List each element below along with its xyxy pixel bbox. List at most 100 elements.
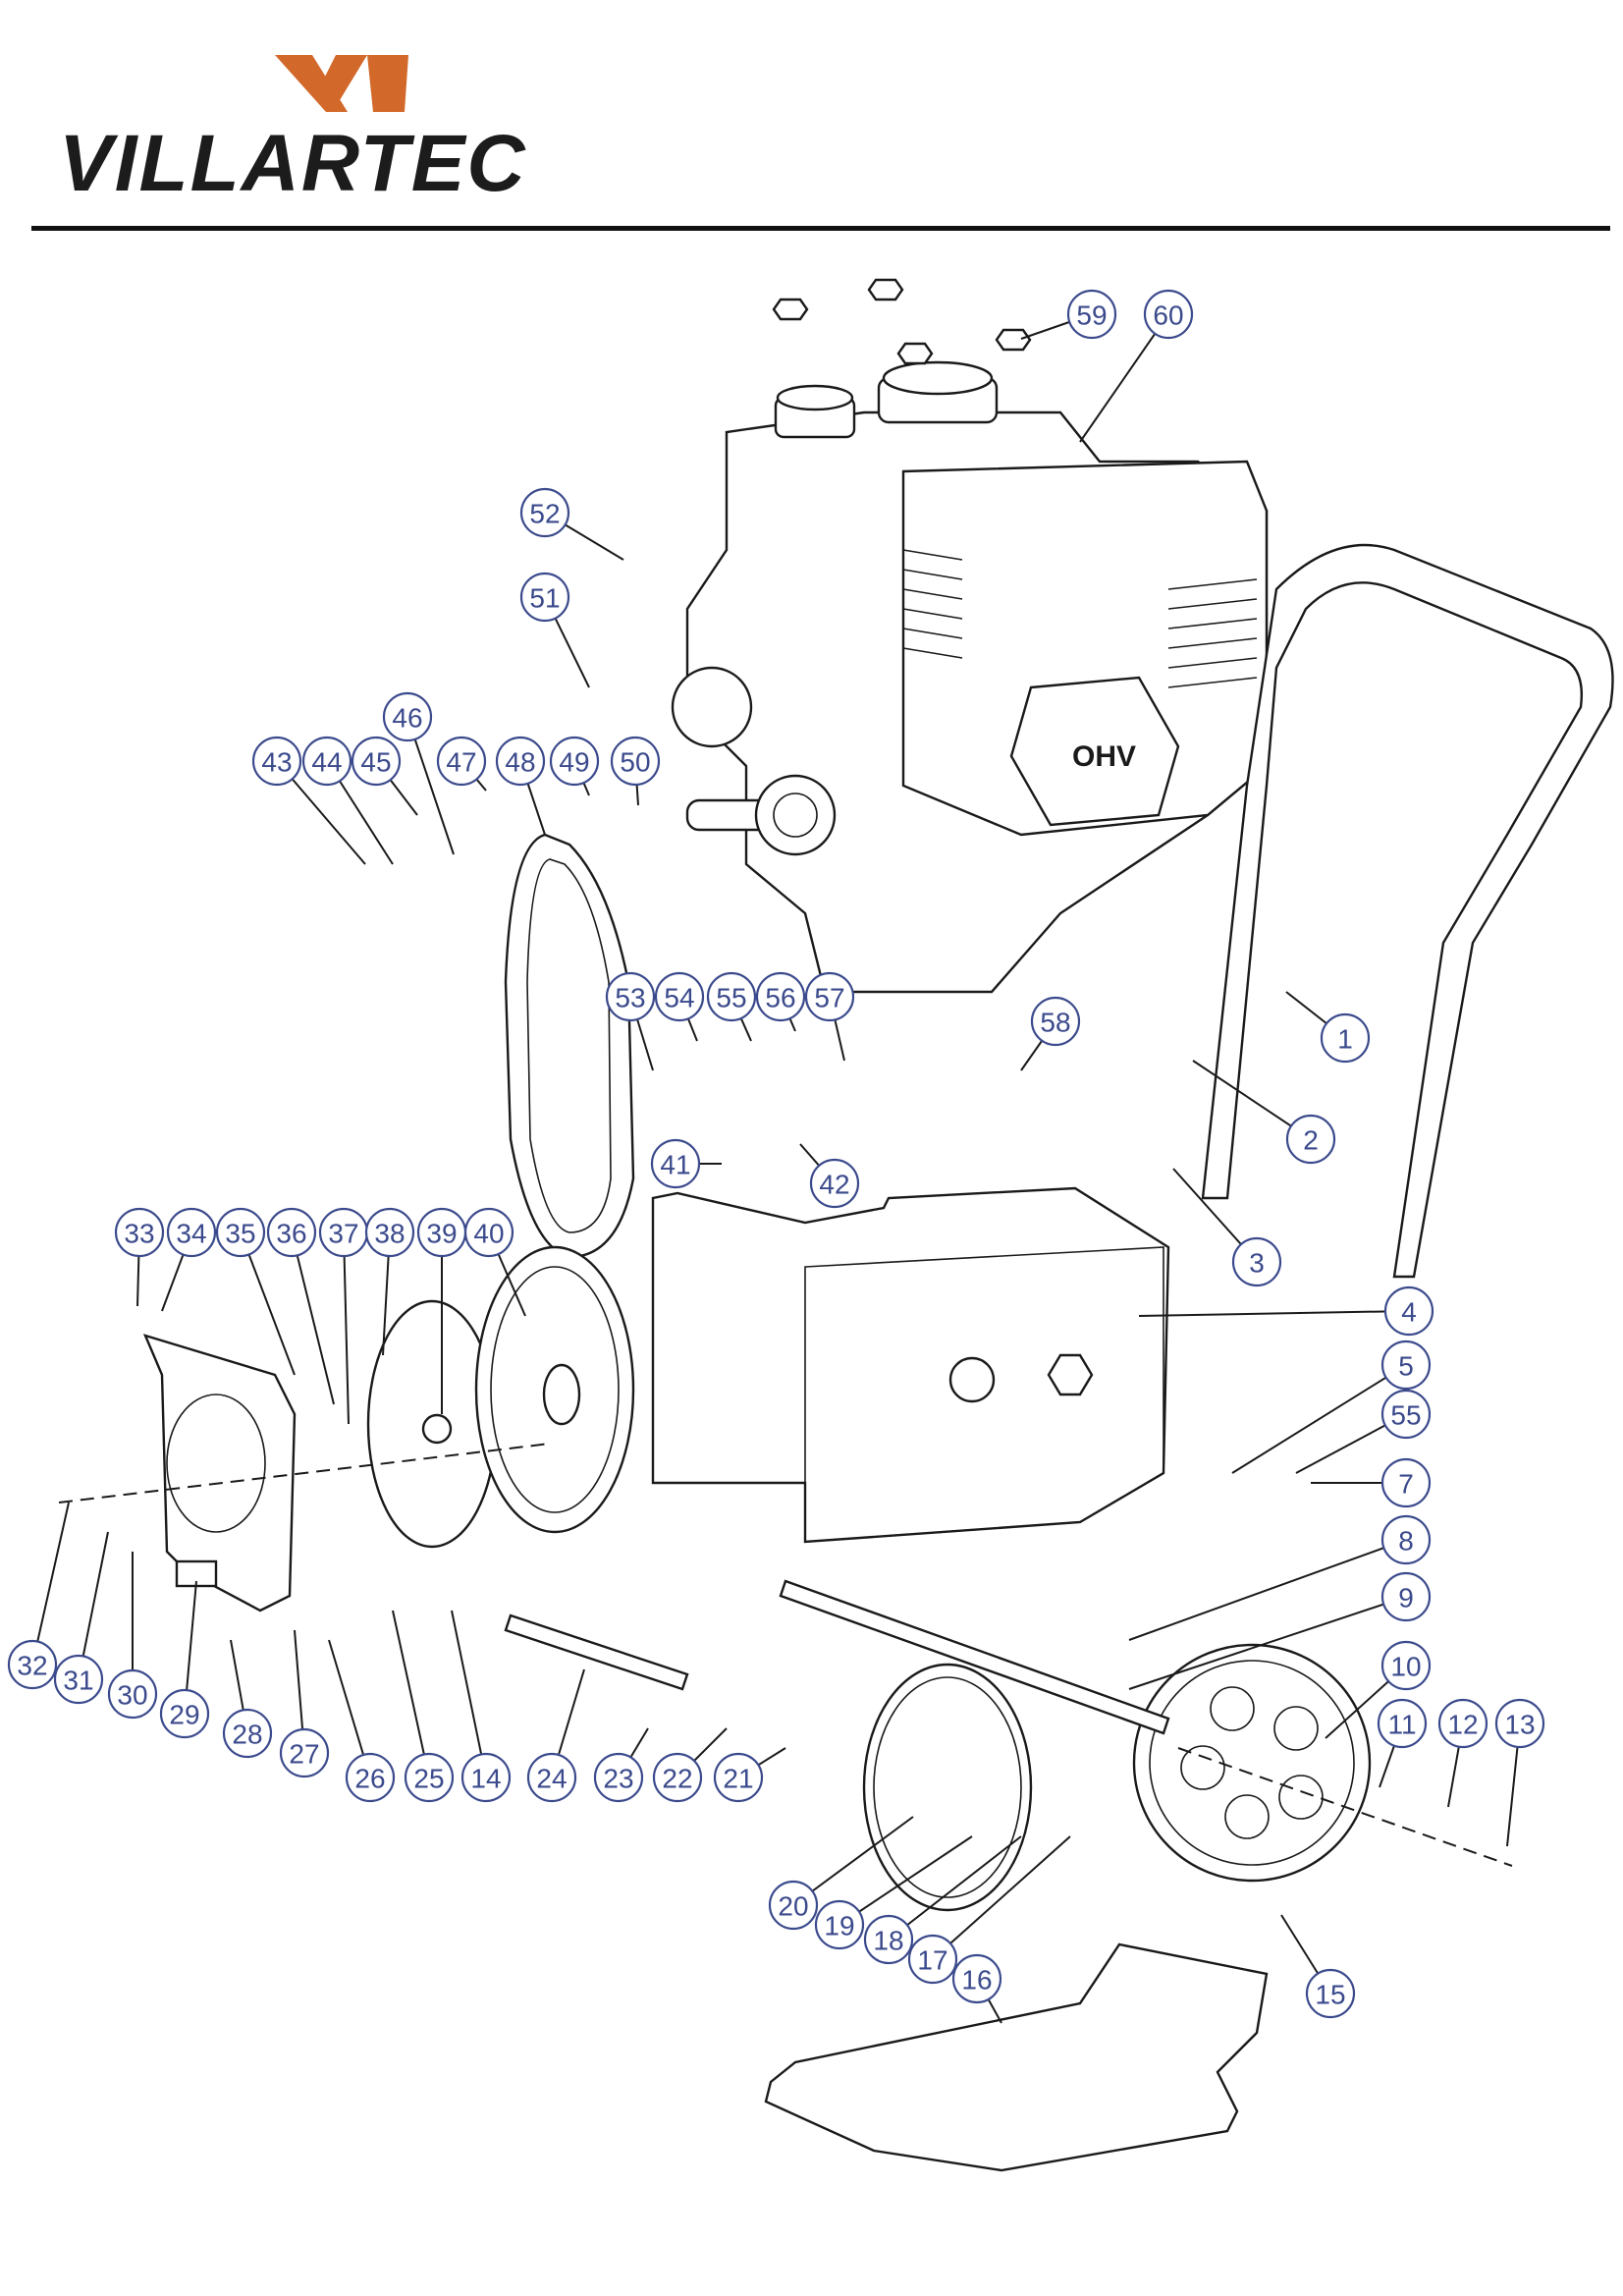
callout-47: 47 — [436, 736, 487, 787]
callout-20: 20 — [768, 1880, 819, 1931]
callout-57: 57 — [804, 971, 855, 1022]
callout-34: 34 — [166, 1207, 217, 1258]
callout-circle — [951, 1953, 1002, 2004]
leader-line-37 — [343, 1231, 350, 1425]
callout-48: 48 — [495, 736, 546, 787]
callout-number: 47 — [446, 747, 476, 778]
callout-circle — [279, 1727, 330, 1778]
callout-46: 46 — [382, 691, 433, 742]
callout-circle — [804, 971, 855, 1022]
callout-circle — [436, 736, 487, 787]
callout-10: 10 — [1380, 1640, 1432, 1691]
leader-line-35 — [240, 1231, 296, 1376]
callout-number: 50 — [620, 747, 650, 778]
callout-number: 25 — [413, 1764, 444, 1794]
callout-circle — [1437, 1698, 1488, 1749]
callout-36: 36 — [266, 1207, 317, 1258]
callout-number: 40 — [473, 1219, 504, 1249]
callout-circle — [907, 1934, 958, 1985]
callout-26: 26 — [345, 1752, 396, 1803]
callout-39: 39 — [416, 1207, 467, 1258]
callout-number: 42 — [819, 1170, 849, 1200]
callout-number: 35 — [225, 1219, 255, 1249]
callout-49: 49 — [549, 736, 600, 787]
callout-number: 48 — [505, 747, 535, 778]
header-divider — [31, 226, 1610, 231]
callout-21: 21 — [713, 1752, 764, 1803]
leader-line-17 — [932, 1835, 1071, 1960]
callout-number: 13 — [1504, 1710, 1535, 1740]
callout-number: 19 — [824, 1911, 854, 1941]
callout-circle — [1231, 1236, 1282, 1287]
callout-circle — [1380, 1571, 1432, 1622]
callout-42: 42 — [809, 1158, 860, 1209]
callout-circle — [463, 1207, 514, 1258]
callout-number: 37 — [328, 1219, 358, 1249]
callout-circle — [7, 1639, 58, 1690]
callout-circle — [166, 1207, 217, 1258]
callout-number: 44 — [311, 747, 342, 778]
callout-28: 28 — [222, 1708, 273, 1759]
callout-number: 22 — [662, 1764, 692, 1794]
callout-number: 16 — [961, 1965, 992, 1995]
callout-number: 33 — [124, 1219, 154, 1249]
callout-54: 54 — [654, 971, 705, 1022]
callout-circle — [593, 1752, 644, 1803]
callout-16: 16 — [951, 1953, 1002, 2004]
callout-18: 18 — [863, 1914, 914, 1965]
callout-number: 24 — [536, 1764, 567, 1794]
callout-52: 52 — [519, 487, 570, 538]
callout-11: 11 — [1377, 1698, 1428, 1749]
callout-number: 31 — [63, 1666, 93, 1696]
callout-circle — [1285, 1114, 1336, 1165]
callout-number: 4 — [1401, 1297, 1417, 1328]
callout-56: 56 — [755, 971, 806, 1022]
leader-line-5 — [1231, 1364, 1407, 1474]
drive-shafts — [504, 1579, 1170, 1735]
callout-40: 40 — [463, 1207, 514, 1258]
callout-circle — [526, 1752, 577, 1803]
callout-circle — [1380, 1457, 1432, 1508]
callout-32: 32 — [7, 1639, 58, 1690]
callout-circle — [1380, 1389, 1432, 1440]
drive-belt — [504, 833, 635, 1259]
callout-14: 14 — [460, 1752, 512, 1803]
callout-44: 44 — [301, 736, 352, 787]
callout-27: 27 — [279, 1727, 330, 1778]
callout-number: 41 — [660, 1150, 690, 1180]
callout-circle — [301, 736, 352, 787]
callout-circle — [1305, 1968, 1356, 2019]
callout-circle — [159, 1688, 210, 1739]
callout-7: 7 — [1380, 1457, 1432, 1508]
callout-circle — [1383, 1285, 1434, 1337]
callout-25: 25 — [404, 1752, 455, 1803]
leader-line-19 — [839, 1835, 973, 1926]
callout-number: 21 — [723, 1764, 753, 1794]
callout-number: 10 — [1390, 1652, 1421, 1682]
callout-circle — [605, 971, 656, 1022]
callout-circle — [706, 971, 757, 1022]
callout-13: 13 — [1494, 1698, 1545, 1749]
callout-5: 5 — [1380, 1339, 1432, 1391]
callout-number: 15 — [1315, 1980, 1345, 2010]
callout-number: 34 — [176, 1219, 206, 1249]
callout-circle — [1320, 1012, 1371, 1064]
callout-circle — [768, 1880, 819, 1931]
callout-43: 43 — [251, 736, 302, 787]
callout-number: 60 — [1153, 301, 1183, 331]
callout-9: 9 — [1380, 1571, 1432, 1622]
callout-60: 60 — [1143, 289, 1194, 340]
frame-housing — [651, 1186, 1170, 1544]
leader-line-18 — [888, 1835, 1022, 1941]
callout-number: 18 — [873, 1926, 903, 1956]
callout-number: 11 — [1387, 1710, 1416, 1740]
callout-number: 57 — [814, 983, 844, 1013]
callout-number: 1 — [1337, 1024, 1353, 1055]
bottom-skid-plate — [764, 1942, 1269, 2172]
callout-number: 2 — [1303, 1125, 1319, 1156]
drive-disc — [862, 1663, 1033, 1912]
engine-top-nuts — [772, 278, 1032, 365]
callout-number: 46 — [392, 703, 422, 734]
